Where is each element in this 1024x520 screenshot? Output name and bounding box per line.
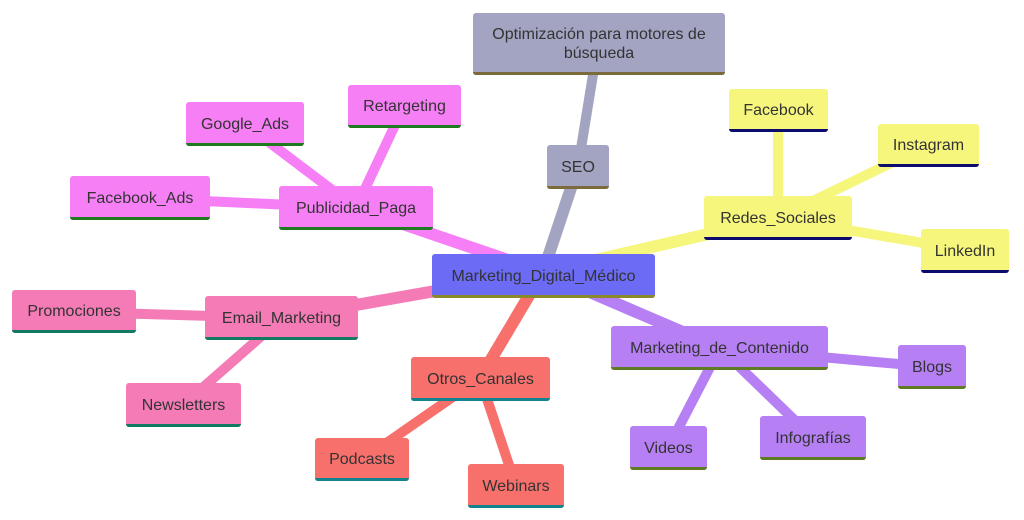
node-promociones[interactable]: Promociones — [12, 290, 136, 333]
node-google-ads-underline — [186, 143, 304, 146]
node-facebook-ads-underline — [70, 217, 210, 220]
node-seo-underline — [547, 186, 609, 189]
node-facebook-label: Facebook — [743, 102, 814, 119]
node-webinars[interactable]: Webinars — [468, 464, 564, 508]
node-root-label: Marketing_Digital_Médico — [451, 267, 636, 285]
node-marketing-contenido-label: Marketing_de_Contenido — [630, 339, 809, 357]
node-retargeting-underline — [348, 125, 461, 128]
node-videos-underline — [630, 467, 707, 470]
node-linkedin[interactable]: LinkedIn — [921, 229, 1009, 273]
node-newsletters[interactable]: Newsletters — [126, 383, 241, 427]
node-google-ads-label: Google_Ads — [200, 115, 290, 133]
node-blogs-label: Blogs — [911, 358, 953, 376]
node-facebook-ads[interactable]: Facebook_Ads — [70, 176, 210, 220]
node-seo-label: SEO — [561, 158, 595, 176]
node-optimizacion-label: Optimización para motores de búsqueda — [492, 26, 706, 62]
node-videos[interactable]: Videos — [630, 426, 707, 470]
node-otros-canales[interactable]: Otros_Canales — [411, 357, 550, 401]
node-retargeting[interactable]: Retargeting — [348, 85, 461, 128]
node-email-marketing-underline — [205, 337, 358, 340]
node-instagram-underline — [878, 164, 979, 167]
node-redes-sociales-label: Redes_Sociales — [720, 209, 836, 227]
node-promociones-label: Promociones — [27, 303, 121, 320]
node-redes-sociales[interactable]: Redes_Sociales — [704, 196, 852, 240]
node-videos-label: Videos — [644, 439, 693, 457]
node-newsletters-label: Newsletters — [141, 396, 226, 414]
node-publicidad-paga-underline — [279, 227, 433, 230]
node-instagram-label: Instagram — [892, 137, 965, 154]
node-optimizacion-underline — [473, 72, 725, 75]
node-blogs[interactable]: Blogs — [898, 345, 966, 389]
node-instagram[interactable]: Instagram — [878, 124, 979, 167]
node-email-marketing-label: Email_Marketing — [221, 309, 342, 327]
node-newsletters-underline — [126, 424, 241, 427]
node-blogs-underline — [898, 386, 966, 389]
node-facebook-underline — [729, 129, 828, 132]
node-infografias-label: Infografías — [775, 429, 851, 447]
node-promociones-underline — [12, 330, 136, 333]
node-webinars-label: Webinars — [482, 477, 550, 495]
node-google-ads[interactable]: Google_Ads — [186, 102, 304, 146]
node-podcasts-label: Podcasts — [329, 451, 395, 468]
node-root-underline — [432, 295, 655, 298]
node-seo[interactable]: SEO — [547, 145, 609, 189]
node-root[interactable]: Marketing_Digital_Médico — [432, 254, 655, 298]
node-email-marketing[interactable]: Email_Marketing — [205, 296, 358, 340]
node-facebook[interactable]: Facebook — [729, 89, 828, 132]
node-publicidad-paga[interactable]: Publicidad_Paga — [279, 186, 433, 230]
node-otros-canales-underline — [411, 398, 550, 401]
node-otros-canales-label: Otros_Canales — [427, 370, 534, 388]
node-optimizacion[interactable]: Optimización para motores de búsqueda — [473, 13, 725, 75]
node-facebook-ads-label: Facebook_Ads — [86, 189, 194, 207]
node-publicidad-paga-label: Publicidad_Paga — [295, 199, 417, 217]
node-podcasts[interactable]: Podcasts — [315, 438, 409, 481]
node-redes-sociales-underline — [704, 237, 852, 240]
node-linkedin-underline — [921, 270, 1009, 273]
node-infografias-underline — [760, 457, 866, 460]
node-marketing-contenido-underline — [611, 367, 828, 370]
node-linkedin-label: LinkedIn — [934, 242, 996, 260]
node-webinars-underline — [468, 505, 564, 508]
node-marketing-contenido[interactable]: Marketing_de_Contenido — [611, 326, 828, 370]
node-infografias[interactable]: Infografías — [760, 416, 866, 460]
node-podcasts-underline — [315, 478, 409, 481]
node-retargeting-label: Retargeting — [363, 98, 446, 115]
